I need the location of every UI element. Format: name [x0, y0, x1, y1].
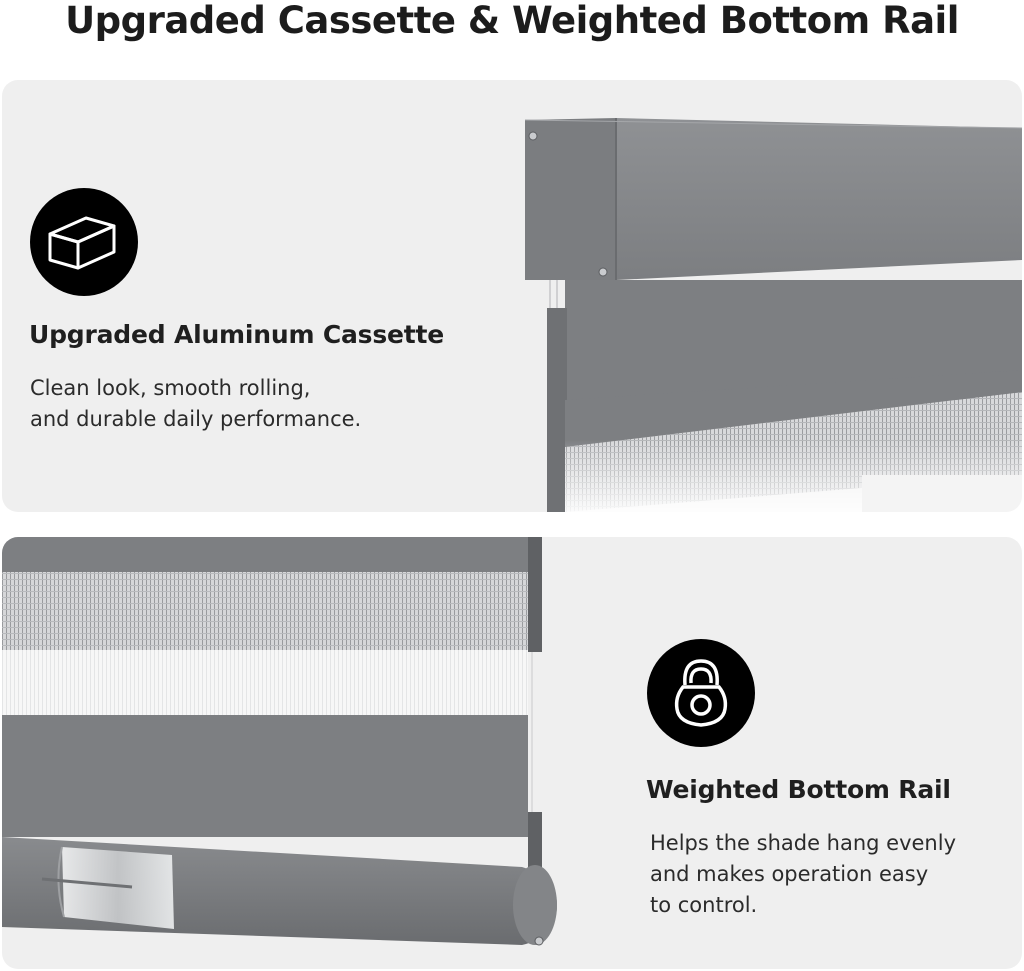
kettlebell-icon-badge: [647, 639, 755, 747]
feature-text-cassette-line-1: Clean look, smooth rolling,: [30, 376, 311, 400]
box-icon: [48, 216, 116, 270]
page-title: Upgraded Cassette & Weighted Bottom Rail: [65, 0, 959, 42]
feature-panel-cassette: Upgraded Aluminum Cassette Clean look, s…: [2, 80, 1022, 512]
kettlebell-icon: [674, 659, 728, 727]
feature-title-cassette: Upgraded Aluminum Cassette: [29, 320, 445, 349]
feature-panel-bottom-rail: Weighted Bottom Rail Helps the shade han…: [2, 537, 1022, 969]
cassette-illustration: [524, 118, 1022, 512]
feature-text-rail-line-3: to control.: [650, 893, 758, 917]
feature-text-rail-line-2: and makes operation easy: [650, 862, 929, 886]
bottom-rail-illustration: [2, 537, 557, 946]
feature-text-rail-line-1: Helps the shade hang evenly: [650, 831, 957, 855]
feature-title-bottom-rail: Weighted Bottom Rail: [646, 775, 951, 804]
box-icon-badge: [30, 188, 138, 296]
feature-text-cassette-line-2: and durable daily performance.: [30, 407, 362, 431]
